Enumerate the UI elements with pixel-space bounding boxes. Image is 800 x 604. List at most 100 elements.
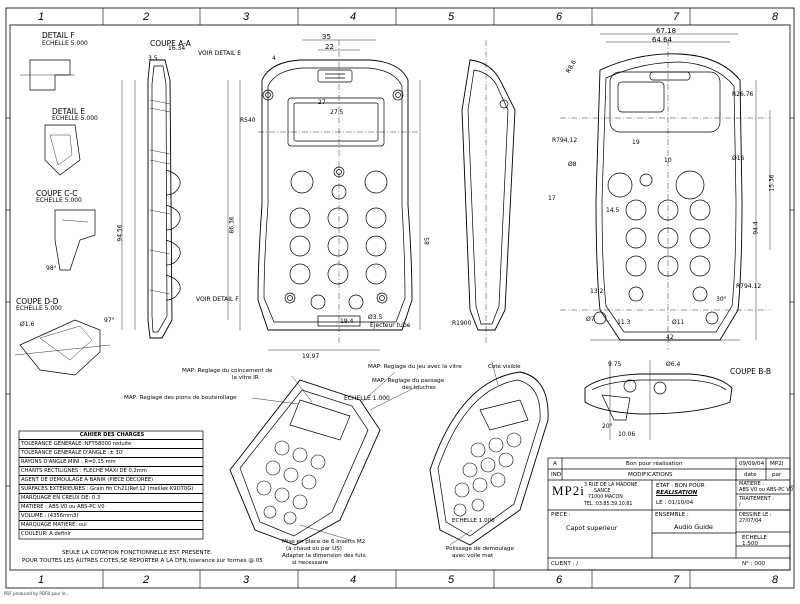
dim-r2676: R26.76: [732, 91, 754, 98]
coupe-dd-title: COUPE D-D: [16, 297, 59, 306]
coupe-cc-scale: ECHELLE 5.000: [36, 197, 82, 204]
callout-coincement-2: la vitre IR: [232, 375, 259, 381]
rear-view: [560, 33, 771, 350]
etat-label: ETAT : BON POUR: [656, 483, 705, 489]
dim-17: 17: [548, 195, 556, 202]
detail-e-title: DETAIL E: [52, 107, 86, 116]
inner-frame: [9, 24, 791, 571]
client-field: CLIENT : /: [551, 561, 579, 567]
callout-polissage-1: Polissage de demoulage: [446, 546, 514, 552]
dim-4: 4: [272, 55, 276, 62]
dim-phi8: Ø8: [568, 161, 577, 168]
dim-r79412-b: R794.12: [736, 283, 762, 290]
callout-cote-visible: Coté visible: [488, 364, 521, 370]
grid-col-1-bottom: 1: [38, 574, 45, 586]
front-dimension-lines: [227, 39, 421, 351]
grid-col-6-bottom: 6: [556, 574, 563, 586]
grid-col-2-bottom: 2: [143, 574, 150, 586]
dim-9456: 94.56: [116, 224, 124, 242]
leader-lines: [251, 361, 499, 546]
front-view: [257, 40, 420, 345]
spec-row: COULEUR: A definir: [21, 531, 72, 537]
voir-detail-e: VOIR DETAIL E: [198, 50, 242, 57]
grid-col-4-bottom: 4: [350, 574, 357, 586]
cotation-note-1: SEULE LA COTATION FONCTIONNELLE EST PRES…: [62, 550, 213, 556]
grid-col-4: 4: [350, 11, 357, 23]
address-line-4: TEL :03.85.39.10.81: [584, 502, 633, 507]
dim-10: 10: [664, 157, 672, 164]
detail-e-scale: ECHELLE 5.000: [52, 115, 98, 122]
matiere-label: MATIERE :: [739, 481, 764, 487]
dim-145: 14.5: [606, 207, 620, 214]
section-bb: [584, 360, 733, 440]
grid-col-6: 6: [556, 11, 563, 23]
dim-1006: 10.06: [618, 431, 636, 438]
dim-1634: 16.34: [168, 45, 186, 52]
dim-phi16: Ø16: [732, 155, 745, 162]
company-logo: MP2i: [552, 483, 585, 498]
spec-table-header: CAHIER DES CHARGES: [19, 431, 203, 440]
dim-8636: 86.36: [228, 216, 236, 234]
grid-col-7-bottom: 7: [673, 574, 680, 586]
ensemble-value: Audio Guide: [674, 523, 713, 531]
grid-col-2: 2: [143, 11, 150, 23]
dim-98deg: 98°: [46, 265, 57, 272]
dim-194: 19.4: [340, 318, 354, 325]
piece-value: Capot superieur: [566, 524, 618, 532]
dim-19: 19: [632, 139, 640, 146]
par-header: par: [772, 472, 782, 478]
side-view: [461, 40, 516, 345]
spec-row: AGENT DE DEMOULAGE A BANIR (PIECE DECORE…: [19, 476, 203, 485]
grid-col-7: 7: [673, 11, 680, 23]
grid-col-5-bottom: 5: [448, 574, 455, 586]
dim-phi16b: Ø1.6: [20, 321, 35, 328]
callout-pions: MAP: Reglage des pions de bouterollage: [124, 395, 237, 401]
echelle-label: ECHELLE: [742, 535, 767, 541]
modifications-header: MODIFICATIONS: [628, 472, 673, 478]
numero-field: N° : 000: [742, 561, 766, 567]
ensemble-label: ENSEMBLE :: [655, 512, 689, 518]
callout-inserts-4: si necessaire: [292, 560, 329, 566]
coupe-bb-title: COUPE B-B: [730, 367, 772, 376]
dim-97deg: 97°: [104, 317, 115, 324]
spec-row: TOLERANCE GENERALE D'ANGLE :± 30': [19, 449, 203, 458]
dim-975: 9.75: [608, 361, 622, 368]
dim-30deg: 30°: [716, 296, 727, 303]
cotation-note-2: POUR TOUTES LES AUTRES COTES,SE REPORTER…: [22, 558, 263, 564]
piece-label: PIECE :: [551, 512, 571, 518]
voir-detail-f: VOIR DETAIL F: [196, 296, 239, 303]
coupe-cc-title: COUPE C-C: [36, 189, 78, 198]
grid-col-5: 5: [448, 11, 455, 23]
callout-coincement-1: MAP: Reglage du coincement de: [182, 368, 273, 374]
dessine-value: 27/07/04: [739, 518, 762, 524]
etat-date: LE : 01/10/04: [656, 500, 694, 506]
dim-6718: 67.18: [656, 27, 677, 35]
dim-phi11: Ø11: [672, 319, 685, 326]
dim-113: 11.3: [617, 319, 631, 326]
grid-col-8: 8: [772, 11, 779, 23]
dim-944: 94.4: [752, 221, 760, 235]
grid-col-1: 1: [38, 11, 45, 23]
matiere-value: ABS V0 ou ABS-PC V0: [739, 487, 793, 493]
detail-f-title: DETAIL F: [42, 31, 75, 40]
dim-27: 27: [318, 99, 326, 106]
spec-row: VOLUME : (4356mm3): [19, 512, 203, 521]
iso-scale: ECHELLE 1.000: [344, 395, 390, 402]
grid-col-3-bottom: 3: [243, 574, 250, 586]
dim-r1900: R1900: [452, 320, 472, 327]
detail-f-scale: ECHELLE 5.000: [42, 40, 88, 47]
dim-132: 13.2: [590, 288, 604, 295]
spec-row: MATIERE : ABS V0 ou ABS-PC V0: [19, 503, 203, 512]
outer-frame: [5, 7, 795, 589]
spec-table-frame: [18, 430, 204, 540]
callout-inserts-1: Mise en place de 6 inserts M2: [282, 539, 366, 545]
spec-row: TOLERANCE GENERALE :NFT58000 reduite: [19, 440, 203, 449]
dim-1536: 15.36: [768, 174, 776, 192]
ind-header: IND: [551, 472, 562, 478]
coupe-aa-title: COUPE A-A: [150, 39, 191, 48]
coupe-dd-scale: ECHELLE 5.000: [16, 305, 62, 312]
traitement-value: /: [739, 502, 741, 508]
dim-6464: 64.64: [652, 36, 673, 44]
